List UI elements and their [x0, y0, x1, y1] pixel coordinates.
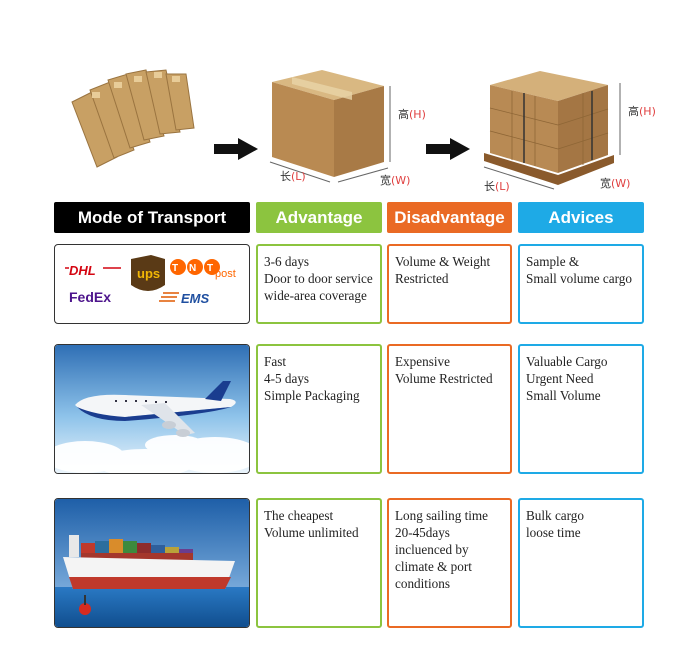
pallet-length-label: 长(L)	[484, 180, 510, 193]
list-item: Bulk cargo	[526, 508, 584, 523]
list-item: Expensive	[395, 354, 450, 369]
list-item: incluenced by	[395, 542, 469, 557]
header-mode-of-transport: Mode of Transport	[54, 202, 250, 233]
header-disadvantage: Disadvantage	[387, 202, 512, 233]
list-item: climate & port	[395, 559, 472, 574]
list-item: Small volume cargo	[526, 271, 632, 286]
box-height-label: 高(H)	[398, 108, 426, 121]
list-item: Door to door service	[264, 271, 373, 286]
svg-text:T: T	[172, 263, 178, 274]
pallet-height-label: 高(H)	[628, 105, 656, 118]
row-express-advantage: 3-6 days Door to door service wide-area …	[256, 244, 382, 324]
list-item: Fast	[264, 354, 286, 369]
ups-logo: ups	[137, 266, 160, 281]
list-item: loose time	[526, 525, 581, 540]
list-item: 4-5 days	[264, 371, 310, 386]
pallet-width-label: 宽(W)	[600, 177, 631, 190]
row-air-advantage: Fast 4-5 days Simple Packaging	[256, 344, 382, 474]
box-width-label: 宽(W)	[380, 174, 411, 187]
flattened-cartons-illustration	[62, 62, 202, 182]
list-item: 3-6 days	[264, 254, 310, 269]
row-sea-disadvantage: Long sailing time 20-45days incluenced b…	[387, 498, 512, 628]
fedex-logo: FedEx	[69, 289, 111, 305]
list-item: wide-area coverage	[264, 288, 367, 303]
list-item: Restricted	[395, 271, 449, 286]
list-item: Volume & Weight	[395, 254, 491, 269]
list-item: Small Volume	[526, 388, 601, 403]
list-item: Long sailing time	[395, 508, 489, 523]
list-item: Valuable Cargo	[526, 354, 608, 369]
row-sea-advantage: The cheapest Volume unlimited	[256, 498, 382, 628]
row-air-disadvantage: Expensive Volume Restricted	[387, 344, 512, 474]
box-length-label: 长(L)	[280, 170, 306, 183]
header-advantage: Advantage	[256, 202, 382, 233]
row-express-advices: Sample & Small volume cargo	[518, 244, 644, 324]
list-item: The cheapest	[264, 508, 334, 523]
arrow-right-icon	[214, 138, 258, 165]
carton-box-illustration	[262, 62, 422, 192]
list-item: Volume unlimited	[264, 525, 359, 540]
list-item: Sample &	[526, 254, 580, 269]
container-ship-photo	[54, 498, 250, 628]
express-carriers-logos: DHL ups T N T post FedEx EMS	[54, 244, 250, 324]
row-air-advices: Valuable Cargo Urgent Need Small Volume	[518, 344, 644, 474]
row-express-disadvantage: Volume & Weight Restricted	[387, 244, 512, 324]
ems-logo: EMS	[181, 291, 210, 306]
list-item: Volume Restricted	[395, 371, 493, 386]
post-logo: post	[215, 268, 236, 280]
svg-text:T: T	[207, 263, 213, 274]
arrow-right-icon	[426, 138, 470, 165]
dhl-logo: DHL	[69, 263, 96, 278]
list-item: Urgent Need	[526, 371, 594, 386]
svg-text:N: N	[189, 263, 196, 274]
list-item: conditions	[395, 576, 450, 591]
row-sea-advices: Bulk cargo loose time	[518, 498, 644, 628]
header-advices: Advices	[518, 202, 644, 233]
palletized-cartons-illustration	[480, 55, 630, 195]
airplane-photo	[54, 344, 250, 474]
list-item: Simple Packaging	[264, 388, 360, 403]
list-item: 20-45days	[395, 525, 450, 540]
